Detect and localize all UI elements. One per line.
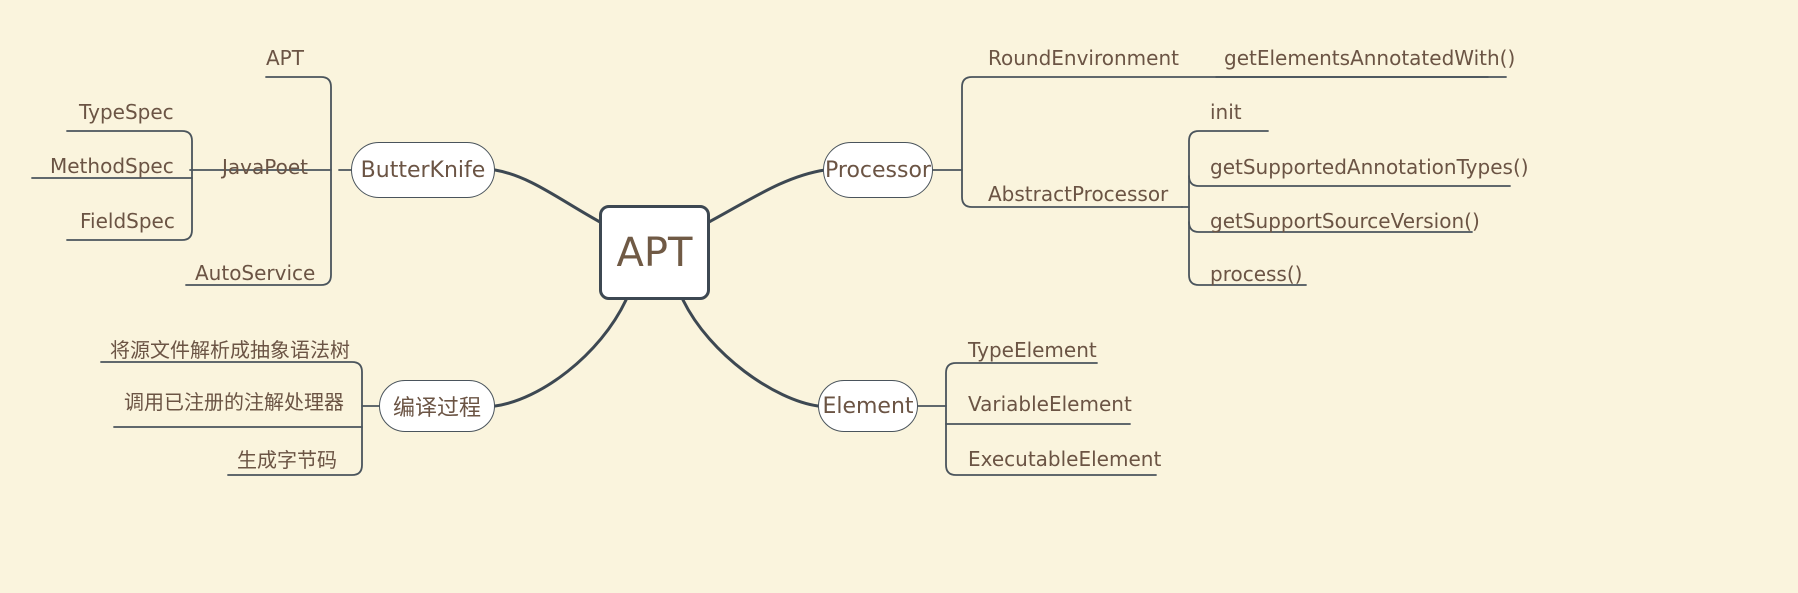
leaf-label-autoservice: AutoService — [195, 261, 316, 285]
branch-node-label-element: Element — [822, 393, 914, 419]
edge-root-compile — [493, 298, 628, 408]
leaf-label-executableelement: ExecutableElement — [968, 447, 1162, 471]
leaf-typeelement[interactable]: TypeElement — [968, 340, 1097, 360]
branch-node-label-compile-process: 编译过程 — [392, 396, 481, 421]
leaf-label-methodspec: MethodSpec — [50, 154, 174, 178]
leaf-label-getelementsannotatedwith: getElementsAnnotatedWith() — [1224, 46, 1516, 70]
branch-node-processor[interactable]: Processor — [823, 142, 933, 198]
branch-node-compile-process[interactable]: 编译过程 — [379, 380, 495, 432]
leaf-label-variableelement: VariableElement — [968, 392, 1132, 416]
leaf-label-getsupportsourceversion: getSupportSourceVersion() — [1210, 209, 1480, 233]
leaf-apt-child[interactable]: APT — [266, 48, 304, 68]
leaf-getelementsannotatedwith[interactable]: getElementsAnnotatedWith() — [1224, 48, 1515, 68]
edge-root-element — [681, 298, 820, 408]
leaf-label-typespec: TypeSpec — [79, 100, 174, 124]
leaf-invoke-processors[interactable]: 调用已注册的注解处理器 — [124, 392, 344, 412]
leaf-parse-ast[interactable]: 将源文件解析成抽象语法树 — [110, 340, 350, 360]
leaf-init[interactable]: init — [1210, 102, 1242, 122]
leaf-process[interactable]: process() — [1210, 264, 1302, 284]
edge-root-processor — [707, 168, 827, 224]
leaf-typespec[interactable]: TypeSpec — [79, 102, 174, 122]
branch-node-label-butterknife: ButterKnife — [360, 157, 486, 183]
leaf-label-fieldspec: FieldSpec — [80, 209, 175, 233]
leaf-variableelement[interactable]: VariableElement — [968, 394, 1132, 414]
leaf-fieldspec[interactable]: FieldSpec — [80, 211, 175, 231]
leaf-javapoet[interactable]: JavaPoet — [222, 157, 308, 177]
edge-root-butterknife — [493, 168, 602, 224]
leaf-abstractprocessor[interactable]: AbstractProcessor — [988, 184, 1168, 204]
leaf-autoservice[interactable]: AutoService — [195, 263, 315, 283]
leaf-label-init: init — [1210, 100, 1242, 124]
leaf-label-roundenvironment: RoundEnvironment — [988, 46, 1179, 70]
leaf-label-abstractprocessor: AbstractProcessor — [988, 182, 1169, 206]
branch-node-butterknife[interactable]: ButterKnife — [351, 142, 495, 198]
leaf-getsupportsourceversion[interactable]: getSupportSourceVersion() — [1210, 211, 1480, 231]
leaf-label-getsupportedannotationtypes: getSupportedAnnotationTypes() — [1210, 155, 1529, 179]
branch-node-label-processor: Processor — [825, 157, 931, 183]
leaf-label-process: process() — [1210, 262, 1303, 286]
leaf-label-generate-bytecode: 生成字节码 — [237, 448, 337, 472]
leaf-executableelement[interactable]: ExecutableElement — [968, 449, 1161, 469]
leaf-generate-bytecode[interactable]: 生成字节码 — [237, 450, 337, 470]
root-node-apt[interactable]: APT — [599, 205, 710, 300]
leaf-label-javapoet: JavaPoet — [222, 155, 308, 179]
leaf-roundenvironment[interactable]: RoundEnvironment — [988, 48, 1179, 68]
leaf-getsupportedannotationtypes[interactable]: getSupportedAnnotationTypes() — [1210, 157, 1529, 177]
bracket-butterknife-spine — [185, 76, 332, 286]
branch-node-element[interactable]: Element — [818, 380, 918, 432]
leaf-label-parse-ast: 将源文件解析成抽象语法树 — [110, 338, 350, 362]
leaf-label-typeelement: TypeElement — [968, 338, 1097, 362]
root-node-label: APT — [616, 229, 693, 276]
leaf-label-apt-child: APT — [266, 46, 304, 70]
leaf-methodspec[interactable]: MethodSpec — [50, 156, 174, 176]
leaf-label-invoke-processors: 调用已注册的注解处理器 — [124, 390, 344, 414]
